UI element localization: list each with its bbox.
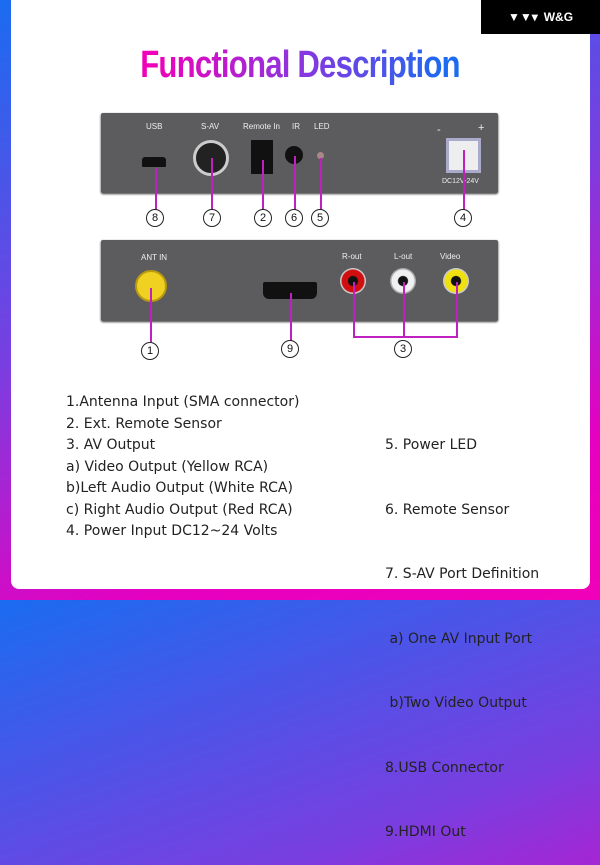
l-out-label: L-out [394, 252, 413, 261]
usb-label: USB [146, 122, 163, 131]
description-item: a) One AV Input Port [385, 630, 533, 647]
remote-label: Remote In [243, 122, 280, 131]
description-item: b)Two Video Output [385, 695, 527, 711]
remote-port [251, 140, 273, 174]
pointer-line [290, 293, 292, 341]
ir-label: IR [292, 122, 300, 131]
plus-label: + [478, 122, 485, 134]
description-item: 9.HDMI Out [385, 824, 466, 840]
description-item: 8.USB Connector [385, 759, 504, 776]
video-label: Video [440, 252, 461, 261]
led-indicator [317, 152, 324, 159]
pointer-line [320, 158, 322, 210]
description-item: a) Video Output (Yellow RCA) [66, 458, 269, 475]
hdmi-port [263, 282, 317, 299]
description-item: 1.Antenna Input (SMA connector) [66, 394, 300, 410]
pointer-line [463, 150, 465, 210]
usb-port [142, 157, 166, 167]
marker-9: 9 [281, 340, 299, 358]
pointer-line [155, 168, 157, 210]
description-item: 4. Power Input DC12~24 Volts [66, 523, 278, 539]
front-panel-device [101, 240, 498, 321]
description-item: b)Left Audio Output (White RCA) [66, 480, 293, 496]
marker-4: 4 [454, 209, 472, 227]
brand-name: W&G [543, 10, 574, 24]
pointer-line [262, 160, 264, 210]
pointer-line [456, 282, 458, 337]
r-out-label: R-out [342, 252, 362, 261]
wing-logo-icon: ▼▼▾ [507, 10, 538, 24]
marker-6: 6 [285, 209, 303, 227]
ir-sensor [285, 146, 303, 164]
marker-8: 8 [146, 209, 164, 227]
pointer-line [294, 156, 296, 210]
description-list-right: 5. Power LED 6. Remote Sensor 7. S-AV Po… [385, 392, 539, 865]
dc-label: DC12V-24V [442, 178, 479, 185]
pointer-line [211, 158, 213, 210]
description-item: 7. S-AV Port Definition [385, 566, 540, 582]
sav-label: S-AV [201, 122, 220, 131]
marker-5: 5 [311, 209, 329, 227]
pointer-line [150, 288, 152, 342]
ant-in-label: ANT IN [141, 253, 168, 262]
minus-label: - [437, 124, 441, 136]
description-item: 3. AV Output [66, 437, 156, 453]
marker-2: 2 [254, 209, 272, 227]
pointer-line [353, 282, 355, 337]
marker-1: 1 [141, 342, 159, 360]
description-item: 6. Remote Sensor [385, 501, 510, 518]
description-list-left: 1.Antenna Input (SMA connector) 2. Ext. … [66, 392, 299, 543]
led-label: LED [314, 122, 330, 131]
brand-badge: ▼▼▾ W&G [481, 0, 600, 34]
description-item: 2. Ext. Remote Sensor [66, 415, 222, 432]
description-item: c) Right Audio Output (Red RCA) [66, 501, 293, 518]
page-title: Functional Description [54, 44, 546, 87]
pointer-line [403, 282, 405, 337]
pointer-line [353, 336, 458, 338]
marker-7: 7 [203, 209, 221, 227]
description-item: 5. Power LED [385, 437, 478, 453]
marker-3: 3 [394, 340, 412, 358]
